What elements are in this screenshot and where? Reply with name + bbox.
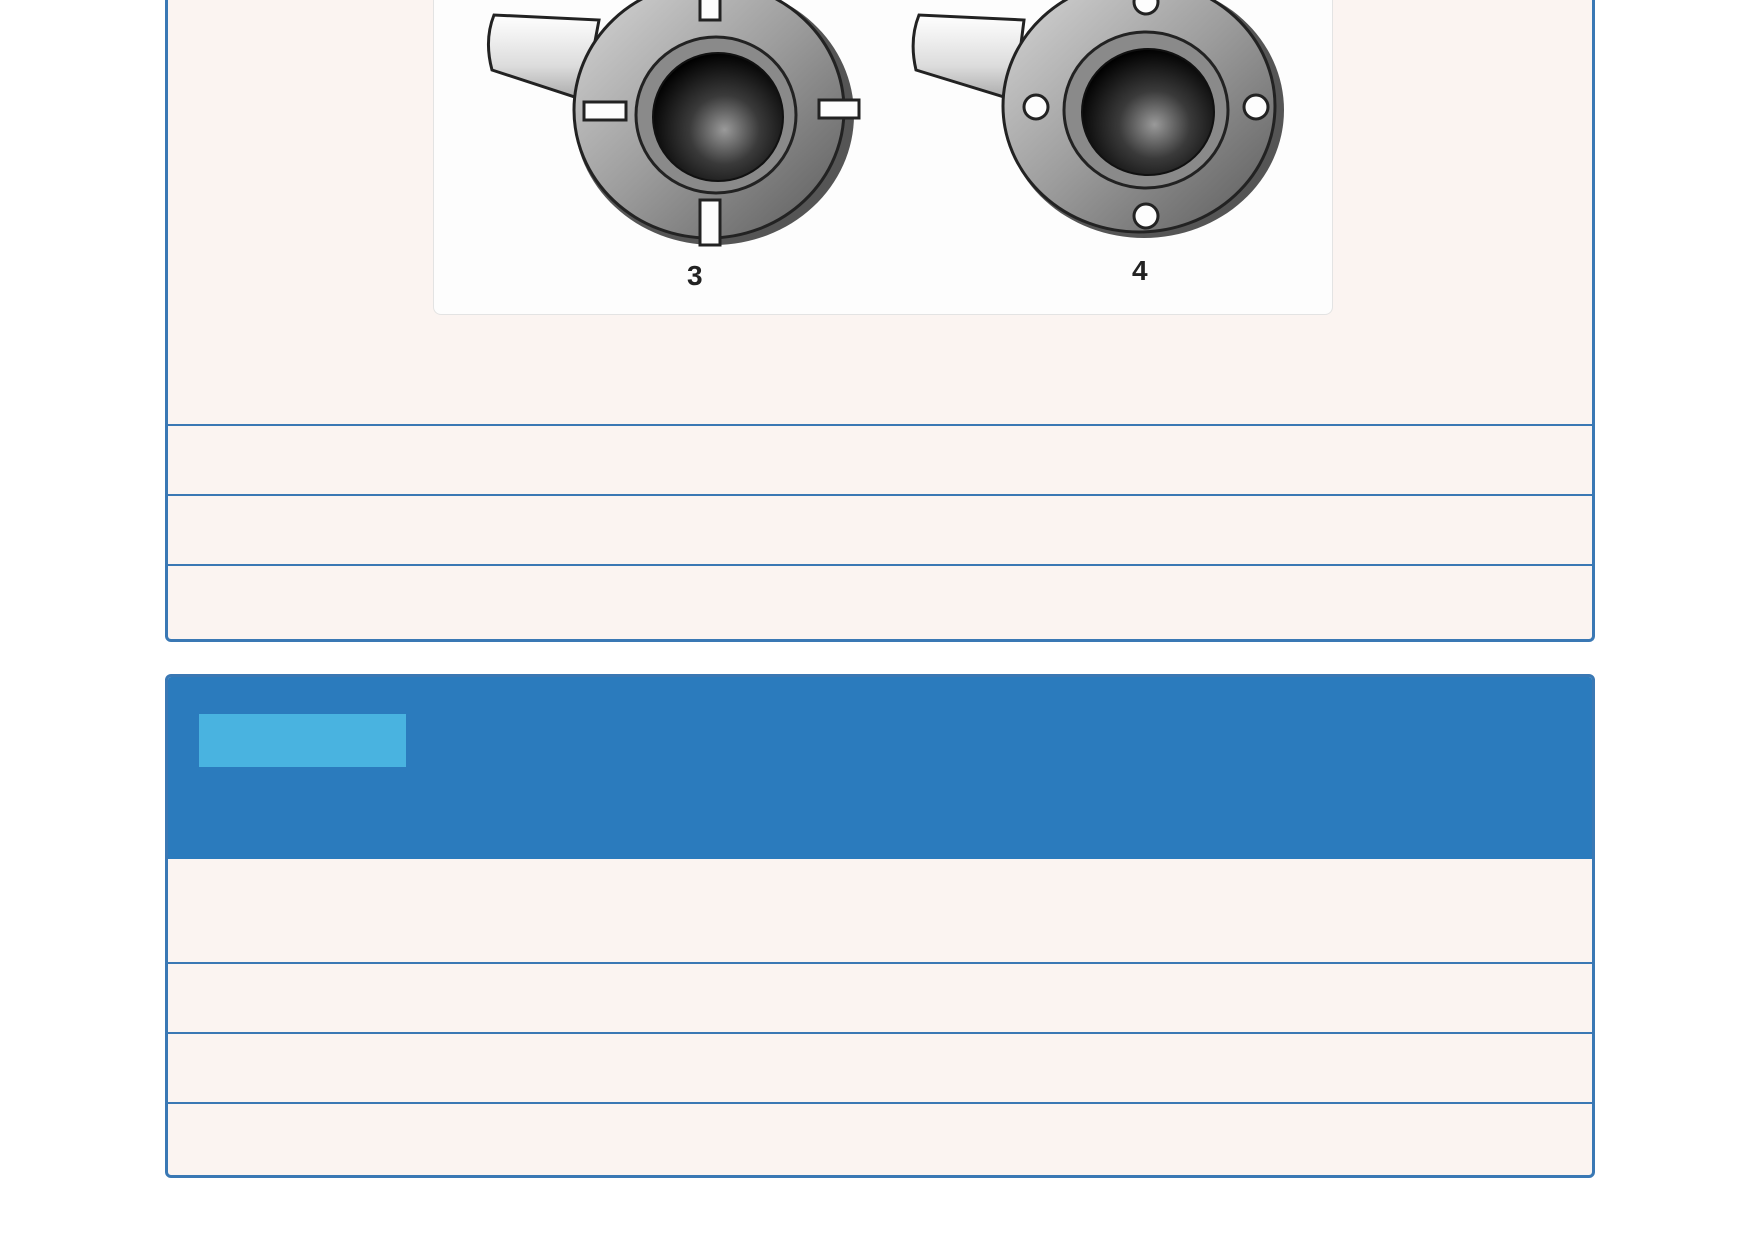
flange-illustration xyxy=(487,0,1284,247)
row-divider xyxy=(168,962,1592,964)
figure-label-3: 3 xyxy=(687,260,703,291)
figure-label-4: 4 xyxy=(1132,255,1148,286)
bolt-hole-flange-fitting-icon xyxy=(911,0,1284,238)
row-divider xyxy=(168,424,1592,426)
header-tag xyxy=(199,714,406,767)
row-divider xyxy=(168,494,1592,496)
flange-figure: 3 4 xyxy=(433,0,1333,315)
row-divider xyxy=(168,1032,1592,1034)
lower-panel xyxy=(165,674,1595,1178)
upper-panel: 3 4 xyxy=(165,0,1595,642)
row-divider xyxy=(168,564,1592,566)
row-divider xyxy=(168,1102,1592,1104)
panel-header xyxy=(168,677,1592,859)
slotted-flange-fitting-icon xyxy=(487,0,861,247)
